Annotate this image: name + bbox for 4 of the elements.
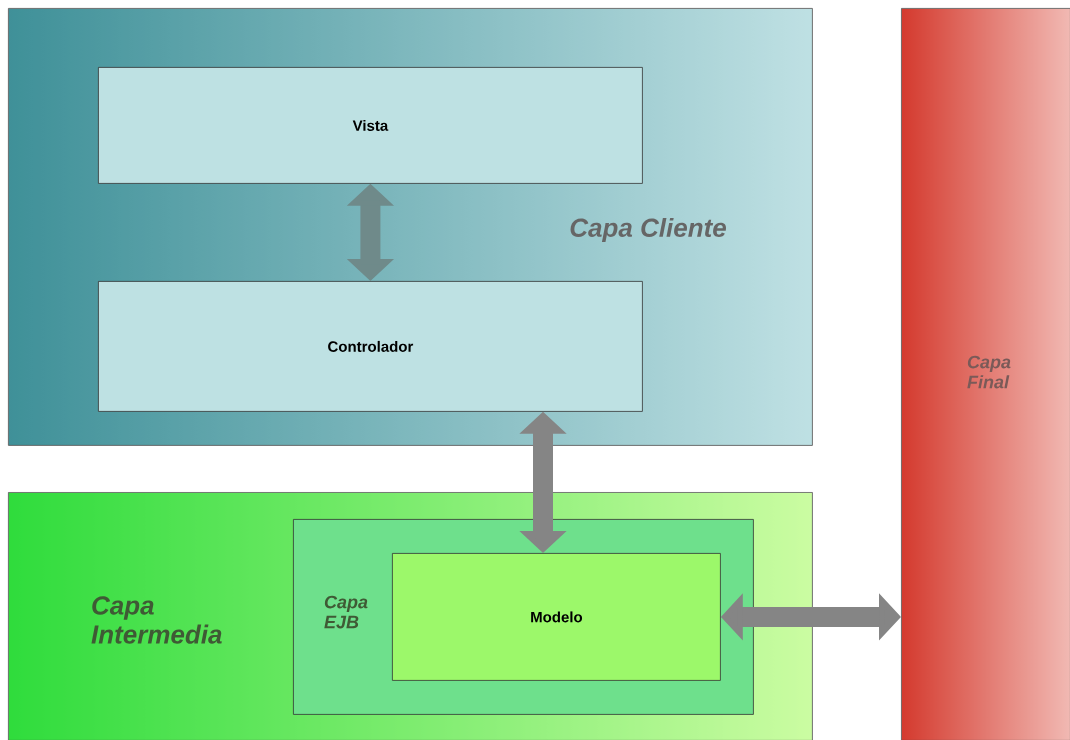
component-box: Controlador (98, 281, 643, 412)
component-box: Modelo (392, 553, 721, 681)
component-box: Vista (98, 67, 643, 184)
layer-panel: Capa Final (901, 8, 1070, 740)
